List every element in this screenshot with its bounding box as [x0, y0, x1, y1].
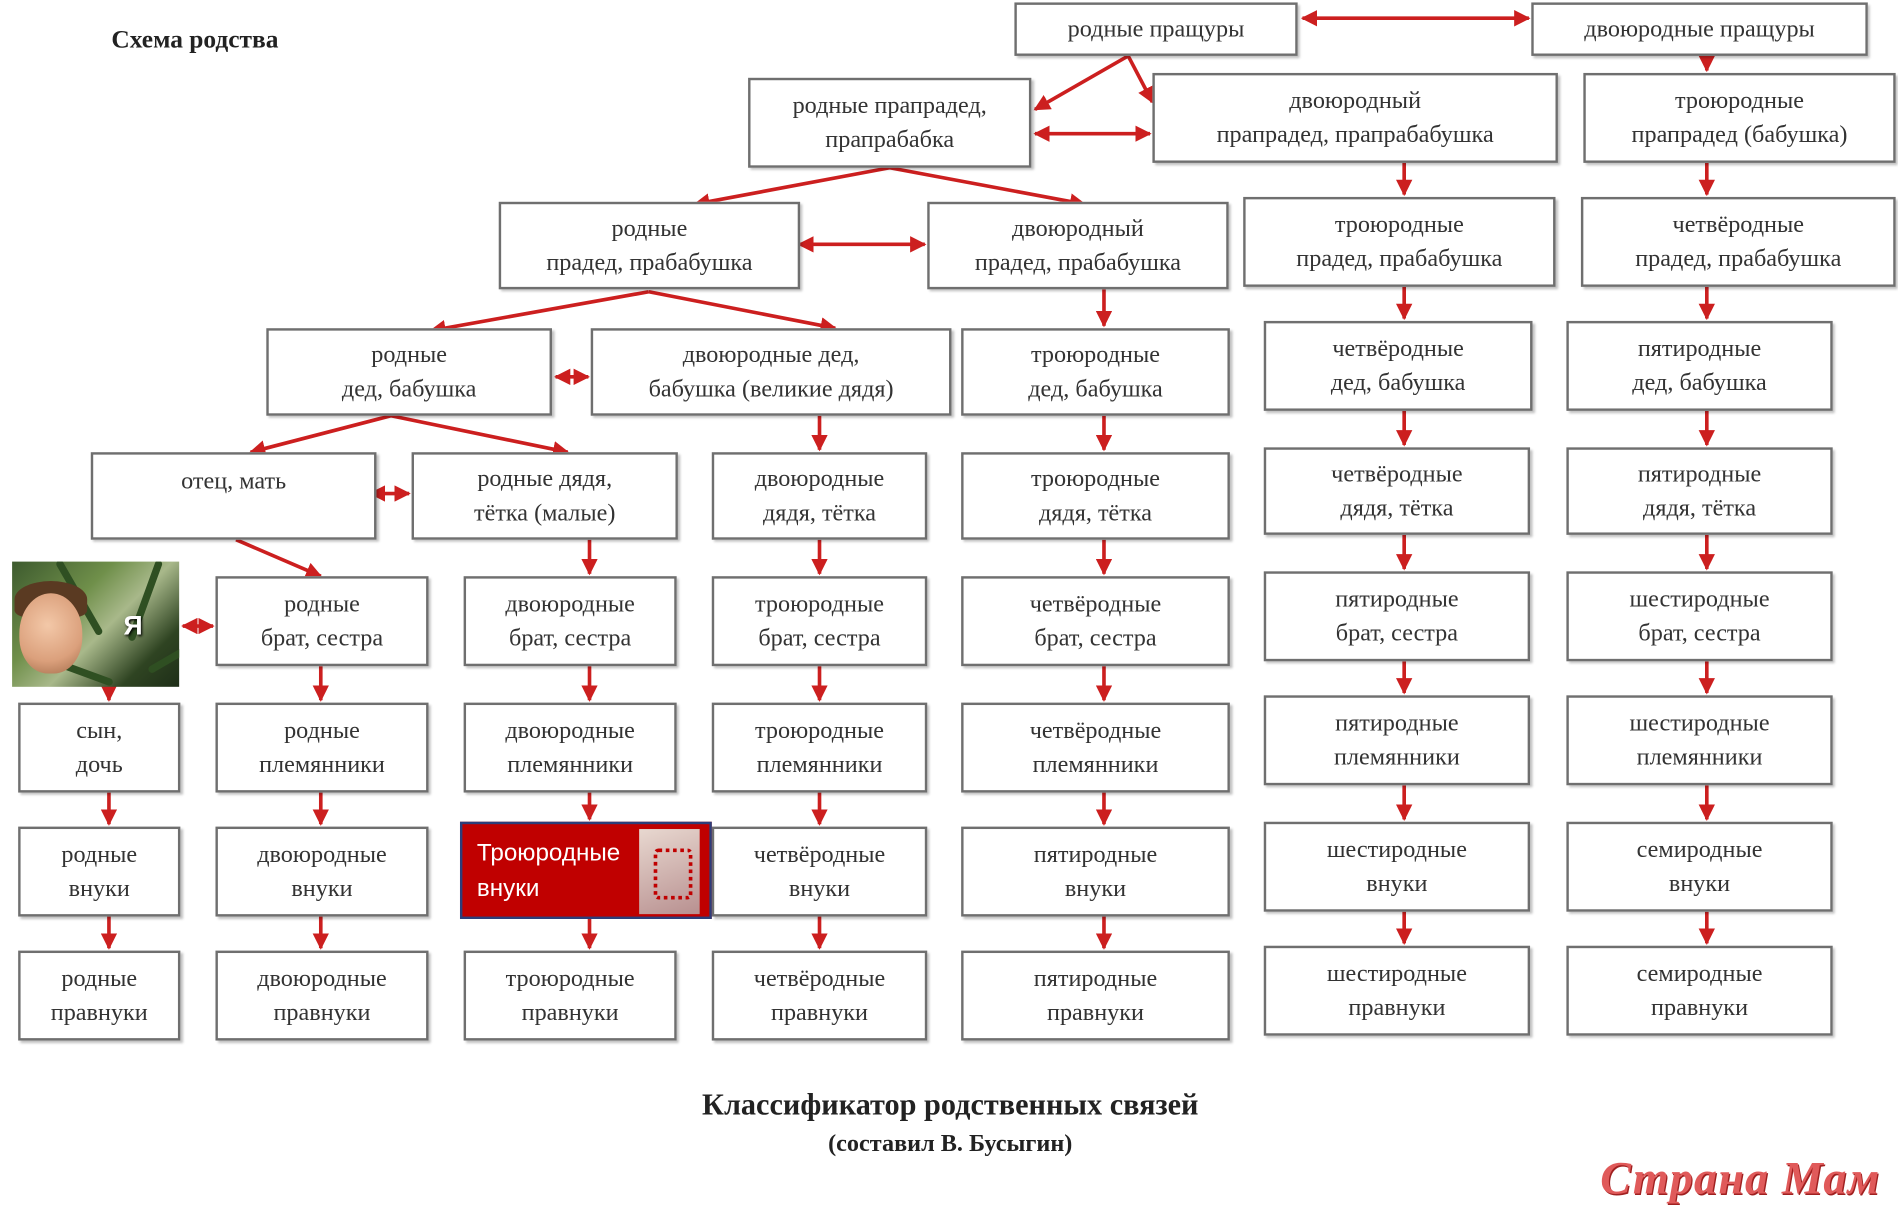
connector-arrow [235, 538, 323, 578]
node-ch-ded: четвёродные дед, бабушка [1263, 320, 1533, 411]
caption-sub: (составил В. Бусыгин) [828, 1130, 1073, 1158]
node-ch-vnuki: четвёродные внуки [711, 826, 928, 917]
node-tr-ded: троюродные дед, бабушка [961, 328, 1230, 416]
node-vnuki: родные внуки [18, 826, 181, 917]
portrait-face [19, 593, 83, 674]
connector-arrow [889, 165, 1087, 210]
node-prashchury: родные пращуры [1014, 2, 1298, 56]
node-dv-ded: двоюродные дед, бабушка (великие дядя) [590, 328, 952, 416]
ornament-icon [653, 848, 693, 900]
node-p-plem: пятиродные племянники [1263, 695, 1531, 786]
node-tr-praded: троюродные прадед, прабабушка [1243, 196, 1556, 287]
node-dv-praded: двоюродный прадед, прабабушка [927, 201, 1229, 290]
node-ch-brat: четвёродные брат, сестра [961, 576, 1230, 667]
node-dv-prapraded: двоюродный прапрадед, прапрабабушка [1152, 72, 1558, 163]
node-p-pravnuki: пятиродные правнуки [961, 950, 1230, 1041]
node-tr-plem: троюродные племянники [711, 702, 928, 793]
node-dyadya: родные дядя, тётка (малые) [411, 452, 678, 540]
leaf-shape [147, 625, 180, 675]
node-ded: родные дед, бабушка [266, 328, 552, 416]
node-p-vnuki: пятиродные внуки [961, 826, 1230, 917]
node-tr-pravnuki: троюродные правнуки [463, 950, 677, 1041]
node-dv-pravnuki: двоюродные правнуки [215, 950, 429, 1041]
node-s-pravnuki: семиродные правнуки [1566, 945, 1833, 1036]
node-p-ded: пятиродные дед, бабушка [1566, 320, 1833, 411]
node-dv-prashchury: двоюродные пращуры [1531, 2, 1868, 56]
node-p-dyadya: пятиродные дядя, тётка [1566, 447, 1833, 535]
node-ch-pravnuki: четвёродные правнуки [711, 950, 928, 1041]
caption-main: Классификатор родственных связей [701, 1089, 1199, 1122]
node-sh-pravnuki: шестиродные правнуки [1263, 945, 1531, 1036]
connector-arrow [693, 165, 891, 210]
node-otec: отец, мать [90, 452, 377, 540]
node-tr-prapraded: троюродные прапрадед (бабушка) [1583, 72, 1896, 163]
node-dv-dyadya: двоюродные дядя, тётка [711, 452, 928, 540]
node-s-vnuki: семиродные внуки [1566, 821, 1833, 912]
node-tr-dyadya: троюродные дядя, тётка [961, 452, 1230, 540]
node-tr-brat: троюродные брат, сестра [711, 576, 928, 667]
node-sh-plem: шестиродные племянники [1566, 695, 1833, 786]
connector-arrow [1033, 54, 1130, 111]
node-pravnuki: родные правнуки [18, 950, 181, 1041]
node-syn: сын, дочь [18, 702, 181, 793]
highlight-label: Троюродные внуки [476, 839, 621, 902]
connector-arrow [648, 289, 837, 334]
diagram-title: Схема родства [111, 24, 279, 54]
connector-arrow [248, 413, 392, 457]
node-dv-brat: двоюродные брат, сестра [463, 576, 677, 667]
node-brat: родные брат, сестра [215, 576, 429, 667]
ornament-picture [639, 829, 700, 915]
node-prapraded: родные прапрадед, прапрабабка [748, 77, 1032, 168]
node-ch-plem: четвёродные племянники [961, 702, 1230, 793]
node-plem: родные племянники [215, 702, 429, 793]
node-tr-vnuki-highlight: Троюродные внуки [459, 821, 712, 919]
me-photo: Я [12, 561, 180, 687]
node-dv-plem: двоюродные племянники [463, 702, 677, 793]
connector-arrow [390, 413, 570, 458]
connector-arrow [1126, 55, 1155, 104]
node-p-brat: пятиродные брат, сестра [1263, 571, 1531, 662]
node-dv-vnuki: двоюродные внуки [215, 826, 429, 917]
brand-watermark: Страна Мам [1600, 1153, 1881, 1205]
node-sh-brat: шестиродные брат, сестра [1566, 571, 1833, 662]
node-ch-dyadya: четвёродные дядя, тётка [1263, 447, 1531, 535]
node-praded: родные прадед, прабабушка [498, 201, 801, 290]
node-sh-vnuki: шестиродные внуки [1263, 821, 1531, 912]
me-label: Я [123, 610, 143, 641]
node-ch-praded: четвёродные прадед, прабабушка [1580, 196, 1896, 287]
connector-arrow [429, 289, 650, 337]
